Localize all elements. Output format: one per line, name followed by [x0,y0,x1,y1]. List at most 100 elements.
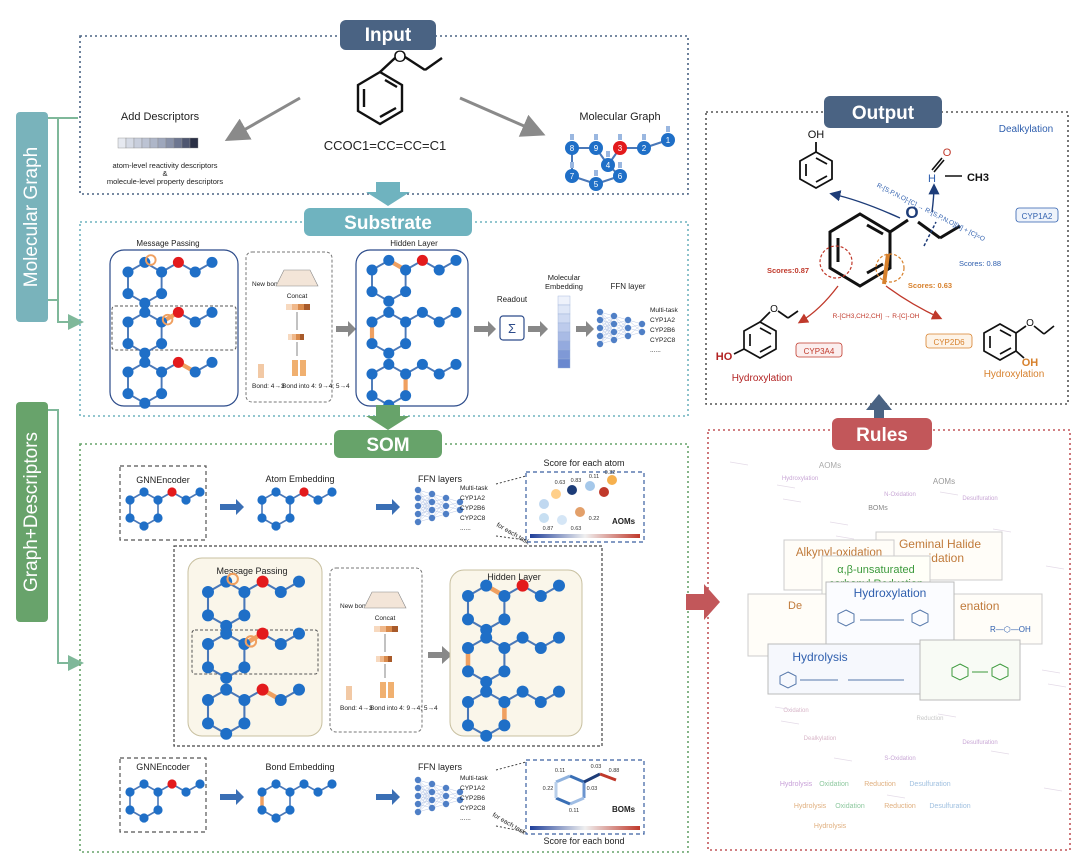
graph-node [271,521,281,531]
molecular-embedding-label1: Molecular [548,273,581,282]
graph-node [238,694,251,706]
add-descriptors-label: Add Descriptors [121,111,200,123]
concat-cell [292,304,298,310]
graph-node [202,609,214,622]
graph-node-red [167,487,177,497]
input-node [589,141,603,155]
left-product-o: O [770,304,778,315]
atom-encoder-graph [125,487,205,531]
arrow-to-aldehyde [928,183,940,213]
aoms-label: AOMs [612,517,636,526]
ffn-neuron [624,332,632,340]
phenetole-structure [356,55,443,126]
molecular-graph [202,627,305,684]
graph-node [202,586,214,598]
graph-node [400,286,412,298]
rules-bg-word: Oxidation [819,781,849,788]
vector-cell [376,656,380,662]
ffn-neuron [638,320,646,328]
graph-node [189,266,201,278]
molecular-graph [366,306,462,359]
card-geminal-text1: Geminal Halide [899,537,981,551]
graph-node [480,631,493,644]
graph-node [400,338,412,350]
vector-cell [296,334,300,340]
atom-score-node [567,485,577,495]
ffn-edge [417,493,433,523]
score-right: Scores: 0.63 [908,281,952,290]
ffn-neuron [596,316,604,324]
graph-node [122,266,134,278]
task-label: CYP2C8 [650,337,676,344]
score-left: Scores:0.87 [767,266,809,275]
descriptor-cell [181,137,191,149]
input-panel: Input O CCOC1=CC=CC=C1 Add Descriptors a… [79,20,689,195]
graph-node [383,254,395,266]
input-node [589,177,603,191]
substrate-panel: Substrate Message Passing New bond vecto… [79,208,689,417]
ffn-neuron [456,498,464,506]
graph-node [153,805,163,815]
graph-node [366,286,378,298]
som-panel: SOM GNNEncoder Atom Embedding FFN layers… [79,430,689,853]
sub-message-passing-label: Message Passing [136,239,199,248]
ffn-neuron [428,780,436,788]
molecular-graph [122,356,218,409]
descriptor-line1: atom-level reactivity descriptors [112,161,217,170]
ffn-neuron [428,788,436,796]
concat-label: Concat [287,293,308,300]
descriptor-cell [189,137,199,149]
rules-bg-word: Oxidation [783,708,808,714]
node-feature-bar [666,126,670,132]
concat-block [363,591,407,609]
task-label: Multi-task [460,485,489,492]
concat-cell [380,626,386,632]
rules-bg-word: Reduction [864,781,896,788]
graph-node [462,719,474,732]
substrate-mp-graphs [122,254,218,409]
node-feature-bar [570,134,574,140]
input-node [565,141,579,155]
hydroxylation-left-product [733,310,799,359]
graph-node [202,717,214,730]
graph-node [313,787,323,797]
central-o: O [905,203,918,222]
graph-node-red [256,575,269,588]
rules-bg-word: Desulfuration [929,803,970,810]
ffn-layer-label: FFN layer [610,282,645,291]
graph-node [139,813,149,823]
arrow-to-ffn [576,321,594,337]
ffn-neuron [428,796,436,804]
graph-node [313,495,323,505]
ffn-edge [417,501,433,523]
ffn-neuron [414,776,422,784]
descriptor-cell [117,137,127,149]
graph-node [202,661,214,674]
rules-bg-word: Oxidation [835,803,865,810]
rules-bg-scribble [1041,669,1061,674]
node-feature-bar [570,162,574,168]
card-alpha-text1: α,β-unsaturated [837,564,915,576]
ffn-neuron [442,494,450,502]
task-label: ...... [650,347,661,354]
atom-score-value: 0.63 [555,480,566,486]
ffn-neuron [428,490,436,498]
substrate-hidden-graphs [366,254,462,411]
graph-node [181,787,191,797]
graph-node [139,297,151,309]
graph-node-red [299,487,309,497]
graph-node [383,306,395,318]
molecular-graph [125,487,205,531]
som-arrow-mp-hidden [428,646,452,664]
bond-into-vector-b [388,682,394,698]
ffn-neuron [624,324,632,332]
molecular-graph [366,254,462,307]
graph-node [156,388,168,400]
graph-node [153,495,163,505]
molecular-graph-label: Molecular Graph [579,111,660,123]
phenol-oh: OH [808,129,825,141]
ffn-neuron [414,502,422,510]
rules-bg-scribble [1047,683,1067,688]
ffn-neuron [414,510,422,518]
input-node-label: 4 [606,161,611,170]
